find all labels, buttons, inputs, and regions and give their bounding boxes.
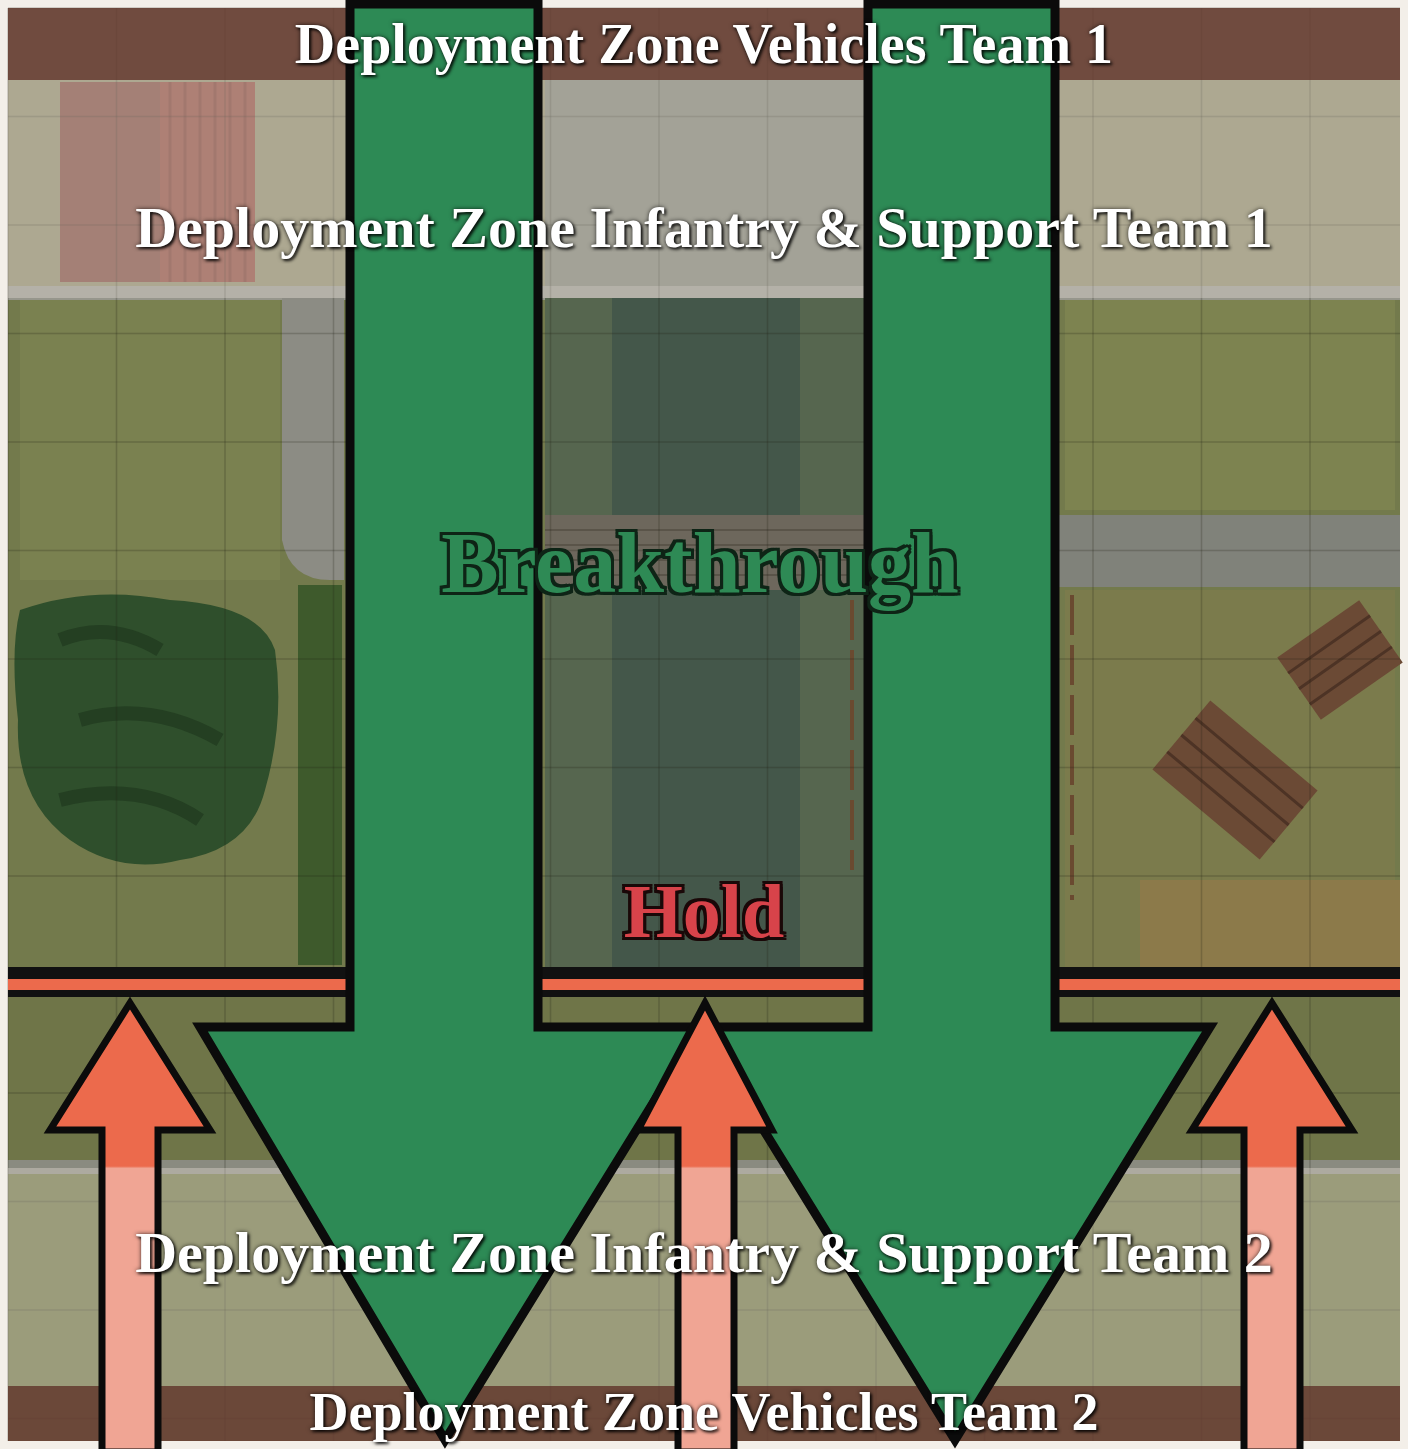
deployment-zone-band: Deployment Zone Vehicles Team 2: [8, 1386, 1400, 1441]
road: [282, 298, 344, 580]
tile-grid: [8, 8, 1400, 1441]
canal-water: [612, 298, 800, 970]
grass-ground: [8, 8, 1400, 1441]
canal-bank: [545, 298, 865, 970]
zone-title: Deployment Zone Vehicles Team 2: [309, 1384, 1098, 1441]
hedge: [298, 585, 342, 965]
forest-canopy: [60, 632, 220, 820]
grid-line: [8, 658, 1400, 660]
deployment-zone-band: Deployment Zone Infantry & Support Team …: [8, 1168, 1400, 1386]
grid-line: [8, 333, 1400, 335]
infantry-zone-fill: [8, 80, 1400, 298]
label-slot: Breakthrough: [441, 518, 959, 608]
zone-title: Deployment Zone Vehicles Team 1: [295, 15, 1113, 74]
crate: [1277, 600, 1403, 720]
zone-title: Deployment Zone Infantry & Support Team …: [135, 198, 1273, 259]
grid-line: [8, 441, 1400, 443]
deployment-zone-band: Deployment Zone Vehicles Team 1: [8, 8, 1400, 80]
vehicle-zone-fill: [8, 8, 1400, 80]
field-patch: [1140, 880, 1400, 970]
zone-title: Deployment Zone Infantry & Support Team …: [135, 1223, 1273, 1284]
deployment-zone-band: Deployment Zone Infantry & Support Team …: [8, 80, 1400, 298]
grid-line: [8, 767, 1400, 769]
sandy-ground: [8, 8, 1400, 298]
field-patch: [20, 300, 280, 580]
crate: [1152, 701, 1317, 860]
forest: [14, 594, 278, 864]
hold-line: [8, 967, 1400, 997]
objective-label: Breakthrough: [441, 518, 959, 608]
label-slot: Hold: [624, 872, 785, 952]
field-patch: [1065, 300, 1395, 510]
objective-label: Hold: [624, 872, 785, 952]
